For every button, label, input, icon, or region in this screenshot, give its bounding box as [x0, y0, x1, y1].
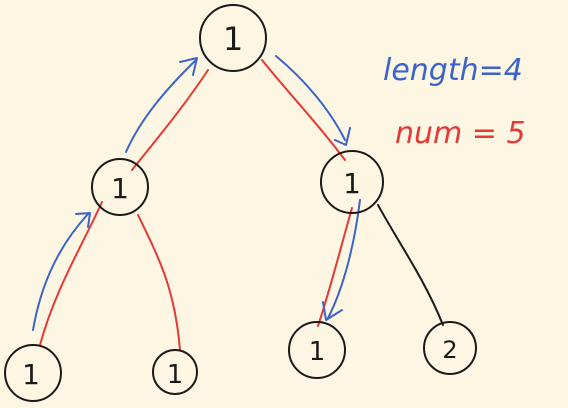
node-left-right-label: 1 [167, 360, 184, 390]
arrow-up-left-to-root [125, 59, 197, 153]
node-left-label: 1 [111, 172, 129, 205]
node-right-left: 1 [288, 321, 346, 379]
arrow-down-right-to-rightleft-head [322, 301, 343, 321]
node-right-label: 1 [343, 167, 361, 200]
node-right-right-label: 2 [442, 336, 457, 364]
edge-right-rightleft [317, 207, 353, 327]
arrow-down-root-to-right-head [334, 127, 351, 146]
arrow-up-left-to-root-head [179, 57, 198, 76]
node-root: 1 [199, 4, 267, 72]
blue-arrows [32, 55, 361, 331]
tree-nodes: 1 1 1 1 1 1 2 [4, 4, 477, 402]
node-left-left: 1 [4, 344, 62, 402]
annotation-length: length=4 [383, 53, 523, 88]
arrow-down-right-to-rightleft [327, 199, 361, 319]
arrow-down-root-to-right [275, 55, 346, 141]
red-edges [39, 59, 353, 351]
arrow-up-leftleft-to-left [32, 213, 89, 331]
edge-left-leftright [137, 214, 181, 351]
node-left-left-label: 1 [22, 358, 40, 391]
node-root-label: 1 [223, 20, 243, 58]
node-left-right: 1 [152, 349, 198, 395]
arrow-up-leftleft-to-left-head [75, 212, 91, 228]
node-right-left-label: 1 [309, 337, 326, 367]
edge-right-rightright [377, 204, 444, 326]
edge-root-right [261, 59, 346, 161]
edge-left-leftleft [39, 201, 103, 346]
edge-root-left [131, 69, 209, 171]
node-right-right: 2 [423, 321, 477, 375]
node-left: 1 [91, 158, 149, 216]
annotation-num: num = 5 [395, 116, 526, 151]
node-right: 1 [320, 150, 384, 214]
